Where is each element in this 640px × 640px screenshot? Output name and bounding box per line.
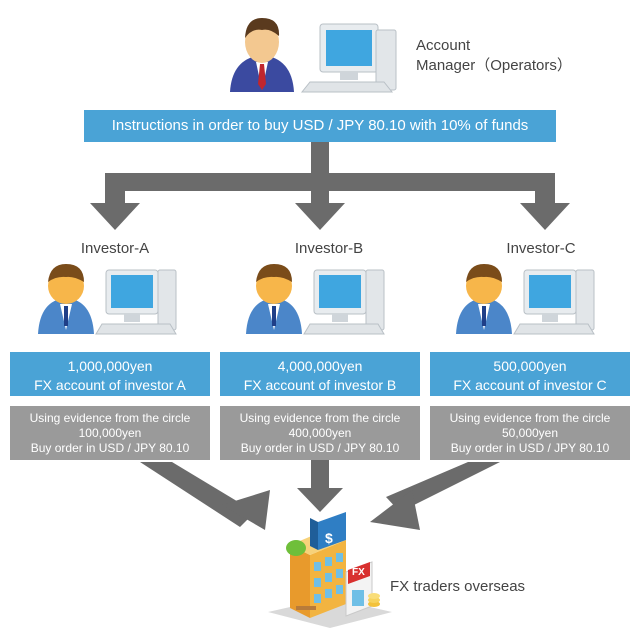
building-fx-sign: FX: [352, 567, 365, 578]
arrow-crossbar: [105, 173, 555, 191]
manager-label: Account Manager（Operators）: [416, 36, 572, 76]
arrow-stem-center: [311, 140, 329, 174]
investor-a-order-box: Using evidence from the circle 100,000ye…: [10, 406, 210, 460]
arrow-stem-mid: [311, 173, 329, 203]
investor-a-order-line2: 100,000yen: [78, 426, 142, 440]
investor-b-order-line2: 400,000yen: [288, 426, 352, 440]
arrow-head-left: [90, 203, 140, 230]
investor-a-account-box: 1,000,000yen FX account of investor A: [10, 352, 210, 396]
investor-a-amount: 1,000,000yen: [67, 358, 153, 374]
investor-c-order-line2: 50,000yen: [501, 426, 559, 440]
investor-b-name: Investor-B: [294, 240, 364, 257]
investor-a-account: FX account of investor A: [34, 377, 186, 393]
investor-a-order-line3: Buy order in USD / JPY 80.10: [30, 441, 190, 455]
investor-a-name: Investor-A: [80, 240, 150, 257]
destination-label: FX traders overseas: [390, 578, 526, 595]
investor-c-account: FX account of investor C: [453, 377, 607, 393]
investor-b-order-box: Using evidence from the circle 400,000ye…: [220, 406, 420, 460]
arrow-body-c: [386, 462, 500, 512]
investor-b-account: FX account of investor B: [243, 377, 397, 393]
arrow-body-a: [140, 462, 255, 527]
arrow-head-a: [222, 490, 270, 530]
investor-c-order-line3: Buy order in USD / JPY 80.10: [450, 441, 610, 455]
investor-b-order-line3: Buy order in USD / JPY 80.10: [240, 441, 400, 455]
manager-label-line1: Account: [416, 37, 471, 54]
investor-c-order-line1: Using evidence from the circle: [449, 411, 611, 425]
arrow-head-c: [370, 490, 420, 530]
investor-b-amount: 4,000,000yen: [277, 358, 363, 374]
building-dollar-sign: $: [325, 530, 333, 546]
arrow-head-b: [297, 488, 343, 512]
investor-c-account-box: 500,000yen FX account of investor C: [430, 352, 630, 396]
investor-b-account-box: 4,000,000yen FX account of investor B: [220, 352, 420, 396]
investor-c-order-box: Using evidence from the circle 50,000yen…: [430, 406, 630, 460]
arrow-stem-left: [105, 173, 125, 203]
instruction-bar: Instructions in order to buy USD / JPY 8…: [84, 110, 556, 142]
converging-arrows: [140, 460, 500, 530]
investor-c-name: Investor-C: [506, 240, 576, 257]
distribution-arrows: [90, 140, 570, 230]
arrow-body-b: [311, 460, 329, 490]
investor-a-order-line1: Using evidence from the circle: [29, 411, 191, 425]
arrow-head-right: [520, 203, 570, 230]
arrow-head-mid: [295, 203, 345, 230]
investor-b-order-line1: Using evidence from the circle: [239, 411, 401, 425]
arrow-stem-right: [535, 173, 555, 203]
investor-c-amount: 500,000yen: [493, 358, 567, 374]
manager-label-line2: Manager（Operators）: [416, 57, 572, 74]
